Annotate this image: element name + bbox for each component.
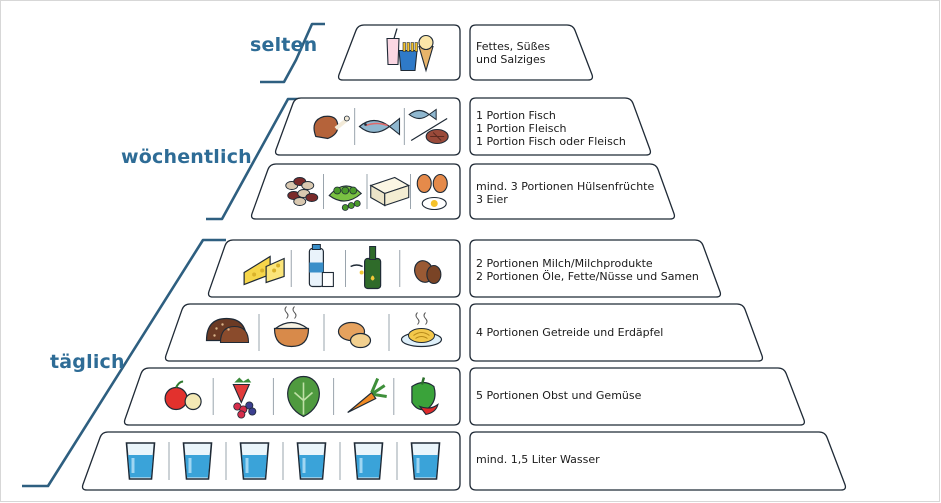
pyramid-row [274,97,652,156]
water-glass-icon [182,442,213,480]
beans-icon [285,177,319,206]
text-box [469,303,764,362]
pasta-icon [400,312,443,348]
peas-icon [328,185,363,211]
description-line: Fettes, Süßes [476,40,550,53]
pyramid-row [164,303,764,362]
water-glass-icon [125,442,156,480]
fish-or-steak-icon [408,108,449,145]
text-box [469,239,722,298]
description-line: mind. 1,5 Liter Wasser [476,453,600,466]
chicken-leg-icon [313,115,350,140]
text-box [469,97,652,156]
bracket-taeglich [22,238,226,488]
icon-box [207,239,461,298]
pyramid-row [123,367,806,426]
level-label-woechentlich: wöchentlich [121,146,252,168]
nuts-icon [414,260,442,285]
row-description-dairy-oils: 2 Portionen Milch/Milchprodukte 2 Portio… [476,257,699,283]
description-line: mind. 3 Portionen Hülsenfrüchte [476,180,655,193]
pyramid-row [250,163,676,220]
text-box [469,24,594,81]
sweets-fastfood-icon [386,28,434,73]
description-line: 4 Portionen Getreide und Erdäpfel [476,326,664,339]
berries-icon [232,377,257,419]
text-box [469,163,676,220]
carrot-icon [347,377,387,414]
description-line: 2 Portionen Öle, Fette/Nüsse und Samen [476,270,699,283]
description-line: 1 Portion Fisch [476,109,556,122]
pyramid-row [207,239,722,298]
lettuce-icon [287,375,320,418]
water-glass-icon [296,442,327,480]
fish-icon [358,117,401,136]
pepper-icon [411,377,439,416]
water-glass-icon [353,442,384,480]
potatoes-icon [337,321,372,349]
pyramid-row [337,24,594,81]
apple-icon [164,380,202,411]
bracket-selten [260,22,325,84]
row-description-sweets: Fettes, Süßes und Salziges [476,40,550,66]
water-glass-icon [239,442,270,480]
pyramid-row [81,431,847,491]
bread-icon [205,317,250,344]
description-line: 2 Portionen Milch/Milchprodukte [476,257,653,270]
pyramid-tiers [81,24,847,491]
description-line: 1 Portion Fisch oder Fleisch [476,135,626,148]
milk-icon [308,244,334,288]
cheese-icon [243,255,285,286]
row-description-fruit-veg: 5 Portionen Obst und Gemüse [476,389,641,402]
rice-bowl-icon [273,306,310,348]
description-line: und Salziges [476,53,546,66]
row-description-legumes-eggs: mind. 3 Portionen Hülsenfrüchte 3 Eier [476,180,654,206]
level-label-taeglich: täglich [50,351,125,373]
row-description-grains: 4 Portionen Getreide und Erdäpfel [476,326,663,339]
description-line: 1 Portion Fleisch [476,122,567,135]
description-line: 3 Eier [476,193,508,206]
eggs-icon [416,173,448,211]
text-box [469,367,806,426]
row-description-fish-meat: 1 Portion Fisch 1 Portion Fleisch 1 Port… [476,109,626,148]
water-glass-icon [410,442,441,480]
tofu-icon [369,176,411,207]
text-box [469,431,847,491]
description-line: 5 Portionen Obst und Gemüse [476,389,642,402]
level-label-selten: selten [250,34,318,56]
icon-box [164,303,461,362]
row-description-water: mind. 1,5 Liter Wasser [476,453,600,466]
oil-bottle-icon [350,246,382,290]
